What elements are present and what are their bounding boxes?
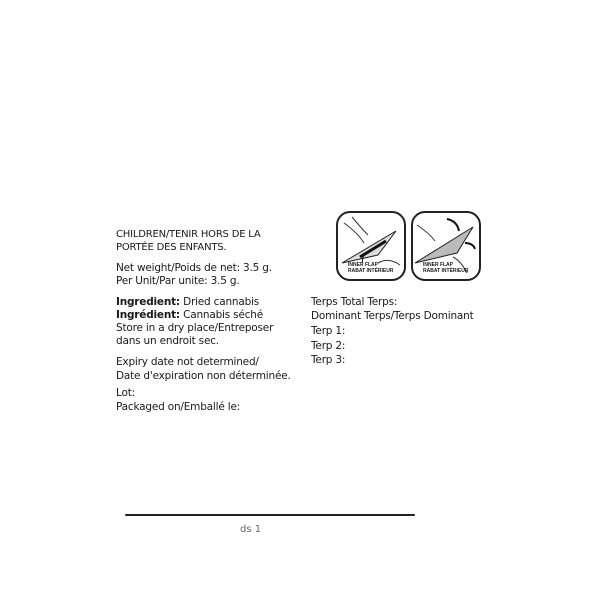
pictogram-caption-2a: INNER FLAP (423, 262, 453, 268)
expiry-line-1: Expiry date not determined/ (116, 356, 259, 368)
ingredient-fr-value: Cannabis séché (183, 309, 263, 321)
faint-footer-text: ds 1 (240, 524, 262, 535)
ingredient-en: Ingredient: Dried cannabis (116, 296, 259, 309)
divider-line (125, 514, 415, 516)
ingredient-fr: Ingrédient: Cannabis séché (116, 309, 263, 322)
terp-2: Terp 2: (311, 340, 346, 352)
ingredient-en-value: Dried cannabis (183, 296, 260, 308)
pictogram-caption-1a: INNER FLAP (348, 262, 378, 268)
warning-line-2: PORTÉE DES ENFANTS. (116, 242, 227, 253)
dominant-terps: Dominant Terps/Terps Dominant (311, 310, 474, 322)
pictogram-caption-2b: RABAT INTÉRIEUR (423, 267, 469, 274)
terp-1: Terp 1: (311, 325, 346, 337)
storage-line-1: Store in a dry place/Entreposer (116, 322, 274, 334)
ingredient-en-label: Ingredient: (116, 296, 180, 308)
per-unit: Per Unit/Par unite: 3.5 g. (116, 275, 240, 287)
terps-total: Terps Total Terps: (311, 296, 398, 308)
expiry-line-2: Date d'expiration non déterminée. (116, 370, 291, 382)
ingredient-fr-label: Ingrédient: (116, 309, 180, 321)
storage-line-2: dans un endroit sec. (116, 335, 219, 347)
pictogram-caption-1b: RABAT INTÉRIEUR (348, 267, 394, 274)
net-weight: Net weight/Poids de net: 3.5 g. (116, 262, 272, 274)
packaged-on-label: Packaged on/Emballé le: (116, 401, 241, 413)
lot-label: Lot: (116, 387, 135, 399)
terp-3: Terp 3: (311, 354, 346, 366)
warning-line-1: CHILDREN/TENIR HORS DE LA (116, 229, 261, 240)
